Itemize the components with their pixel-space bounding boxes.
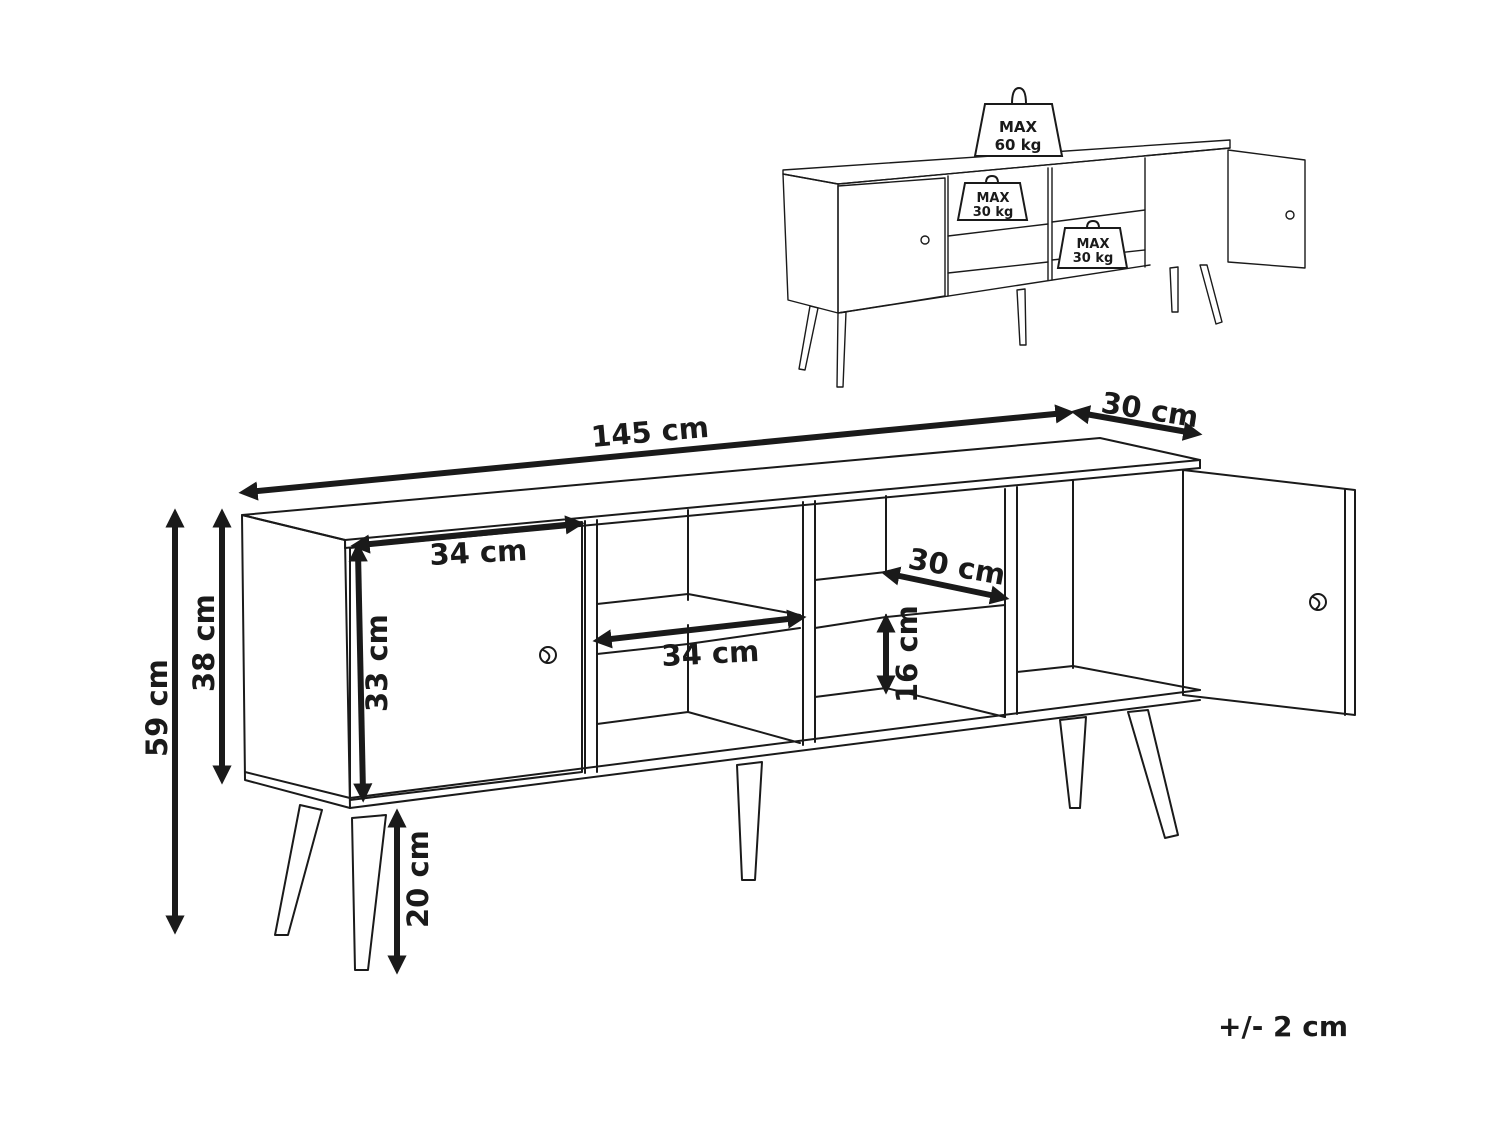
weight-icon-30kg-lower: MAX 30 kg <box>1056 219 1129 269</box>
weight-icon-60kg: MAX 60 kg <box>973 86 1064 157</box>
weight-60-line1: MAX <box>999 118 1038 136</box>
shelf-depth-30-arrow <box>880 566 1010 605</box>
weight-30-upper-line2: 30 kg <box>973 205 1014 220</box>
door-height-33-arrow <box>348 542 373 803</box>
shelf-width-34-label: 34 cm <box>661 634 761 673</box>
height-38-label: 38 cm <box>187 594 221 692</box>
height-59-label: 59 cm <box>140 659 174 757</box>
weight-30-upper-line1: MAX <box>976 191 1009 206</box>
shelf-width-34-arrow <box>592 609 807 649</box>
leg-height-20-label: 20 cm <box>401 830 435 928</box>
weight-60-line2: 60 kg <box>995 136 1042 154</box>
shelf-gap-16-label: 16 cm <box>890 605 924 703</box>
weight-icon-30kg-upper: MAX 30 kg <box>956 174 1029 221</box>
tolerance-note: +/- 2 cm <box>1218 1010 1349 1043</box>
width-145-arrow <box>238 404 1075 501</box>
depth-30-label: 30 cm <box>1099 385 1201 434</box>
shelf-depth-30-label: 30 cm <box>906 541 1008 591</box>
small-cabinet-view <box>782 139 1306 388</box>
door-width-34-label: 34 cm <box>429 533 529 572</box>
door-width-34-arrow <box>350 515 585 554</box>
dimension-arrows <box>165 404 1203 975</box>
dimension-labels: 145 cm 30 cm 59 cm 38 cm 34 cm 33 cm 34 … <box>140 385 1201 928</box>
weight-30-lower-line1: MAX <box>1076 237 1109 252</box>
door-height-33-label: 33 cm <box>360 614 394 712</box>
depth-30-arrow <box>1070 405 1203 441</box>
weight-30-lower-line2: 30 kg <box>1073 251 1114 266</box>
